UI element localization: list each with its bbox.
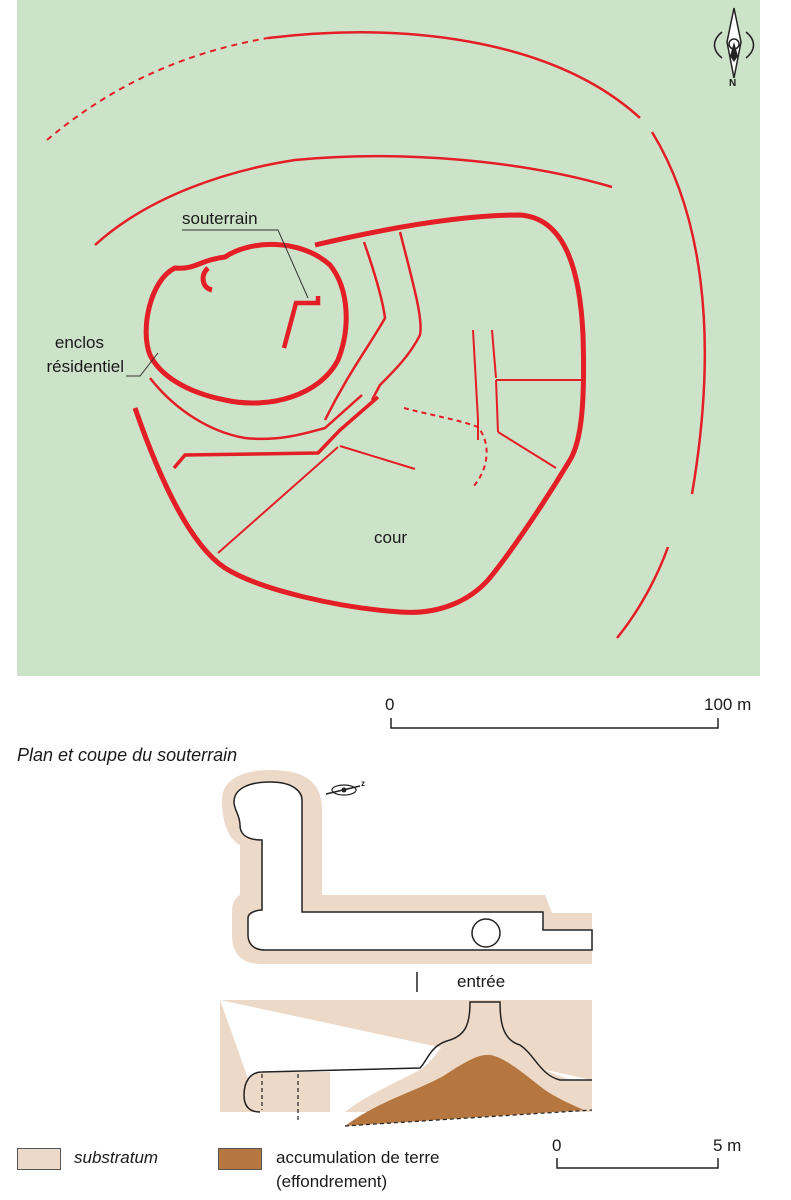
- site-plan: [17, 0, 760, 676]
- division-line-1: [217, 446, 339, 554]
- outer-ditch-east: [650, 131, 707, 495]
- residential-enclosure-notch: [200, 266, 213, 293]
- label-cour: cour: [374, 528, 408, 547]
- legend-substratum-label: substratum: [74, 1148, 159, 1167]
- division-line-3: [472, 329, 479, 421]
- enclos-leader: [126, 352, 159, 377]
- legend-substratum-swatch: [17, 1148, 61, 1170]
- plan-scale-end: 100 m: [704, 695, 752, 714]
- plan-scale-start: 0: [385, 695, 395, 714]
- inner-ditch-3: [323, 241, 387, 421]
- residential-enclosure: [143, 241, 349, 406]
- outer-ditch-dashed: [46, 37, 269, 141]
- division-line-8: [497, 431, 557, 469]
- label-entree: entrée: [457, 972, 506, 991]
- division-line-7: [495, 379, 499, 433]
- souterrain-leader: [182, 229, 309, 299]
- label-residentiel: résidentiel: [46, 357, 125, 376]
- middle-ditch: [94, 154, 613, 246]
- entrance-shaft-plan: [471, 918, 501, 948]
- inner-ditch-4: [172, 395, 380, 470]
- north-arrow-icon: [713, 7, 755, 79]
- section-floor-dashed: [344, 1109, 593, 1127]
- main-enclosure-ditch: [132, 212, 587, 615]
- outer-ditch-north: [267, 31, 641, 119]
- section-scale-start: 0: [552, 1136, 562, 1155]
- label-souterrain: souterrain: [182, 209, 258, 228]
- section-cavity-outline: [243, 1001, 592, 1113]
- legend-accumulation-label-1: accumulation de terre: [276, 1148, 440, 1167]
- section-north-icon: [325, 784, 361, 796]
- outer-ditch-southeast: [616, 546, 670, 639]
- legend-accumulation-label-2: (effondrement): [276, 1172, 388, 1191]
- inner-ditch-2: [370, 231, 422, 401]
- division-line-5: [491, 329, 497, 379]
- souterrain-plan: [281, 296, 321, 349]
- section-earth-accumulation: [345, 1054, 584, 1126]
- label-enclos: enclos: [54, 333, 104, 352]
- souterrain-cavity: [233, 781, 593, 951]
- inner-ditch-1: [149, 377, 363, 441]
- plan-scale-bar: [390, 718, 719, 729]
- section-scale-end: 5 m: [713, 1136, 742, 1155]
- section-scale-bar: [556, 1158, 719, 1169]
- section-title: Plan et coupe du souterrain: [17, 745, 238, 765]
- division-line-2: [339, 445, 416, 470]
- division-line-dashed: [403, 407, 488, 488]
- north-label: N: [729, 78, 737, 89]
- section-north-label: z: [361, 779, 365, 788]
- legend-accumulation-swatch: [218, 1148, 262, 1170]
